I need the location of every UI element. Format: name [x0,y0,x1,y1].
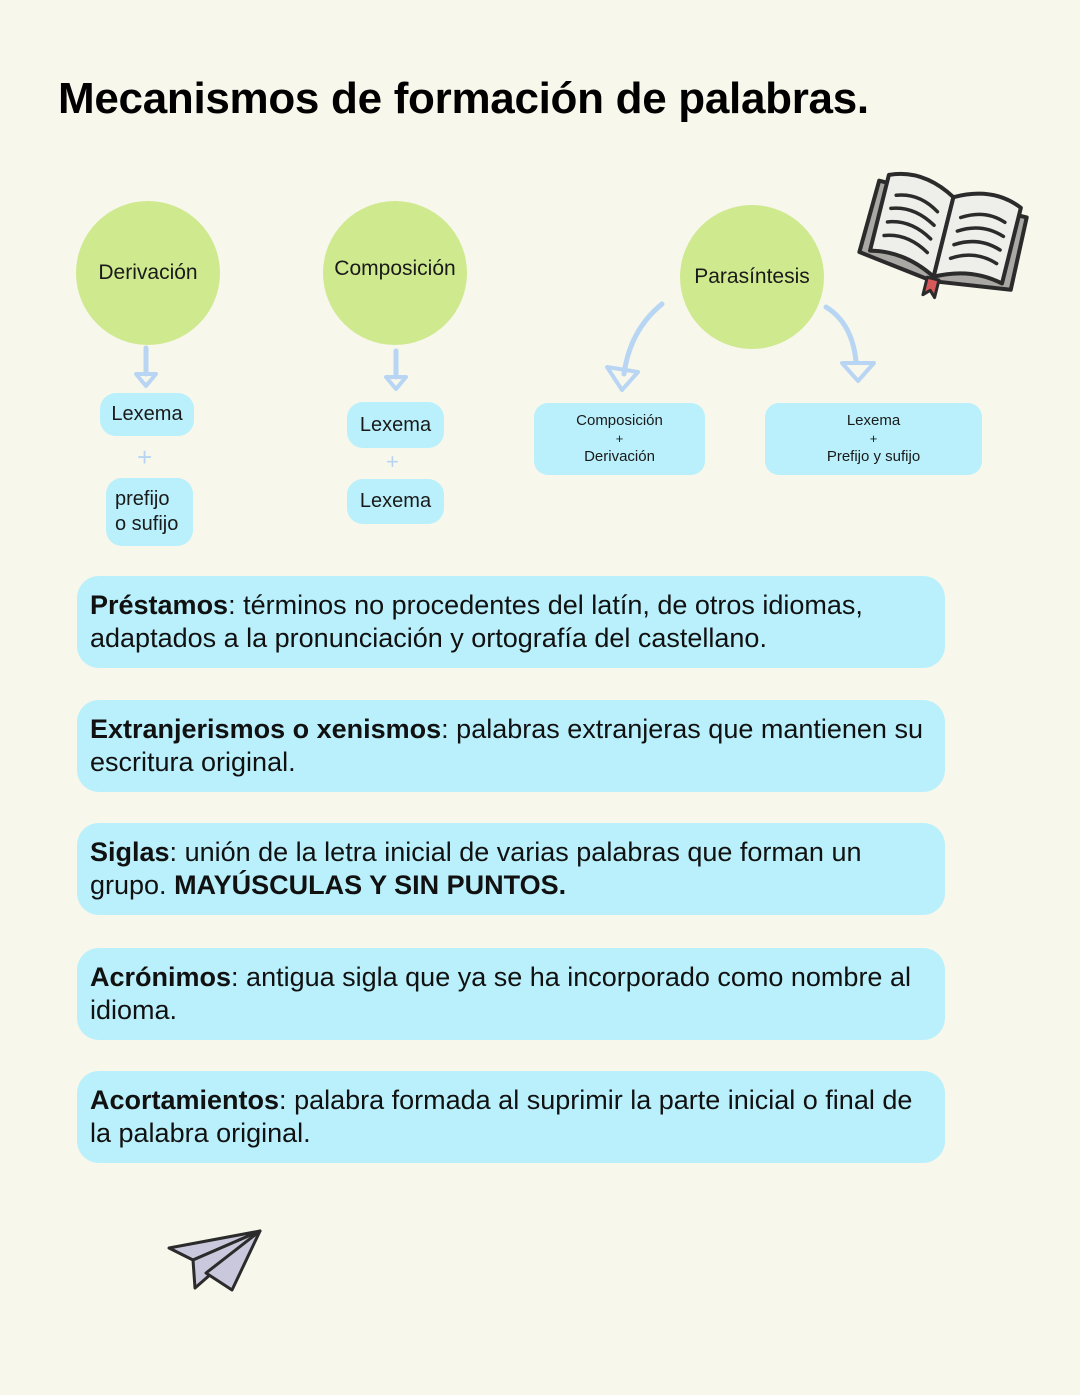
page-title: Mecanismos de formación de palabras. [58,74,869,123]
arrow-down-icon [134,345,158,388]
pill-label: Lexema [359,413,432,436]
card-sep: : [169,837,178,867]
box-line: + [615,431,624,446]
card-term: Acrónimos [90,962,232,992]
card-text: palabras extranjeras que mantienen su es… [90,714,923,777]
box-line: Lexema [846,412,901,429]
circle-composicion: Composición [323,201,467,345]
composicion-lexema-2: Lexema [347,479,444,524]
parasintesis-box-right: Lexema + Prefijo y sufijo [765,403,982,475]
circle-label: Composición [334,257,456,280]
card-emphasis: MAYÚSCULAS Y SIN PUNTOS. [174,870,567,900]
card-term: Préstamos [90,590,229,620]
card-term: Extranjerismos o xenismos [90,714,442,744]
card-term: Siglas [90,837,170,867]
curved-arrow-right-icon [823,304,876,383]
pill-label: Lexema [359,490,432,512]
circle-derivacion: Derivación [76,201,220,345]
box-line: Derivación [584,448,655,465]
circle-parasintesis: Parasíntesis [680,205,824,349]
curved-arrow-left-icon [605,301,665,392]
card-sep: : [231,962,239,992]
parasintesis-box-left: Composición + Derivación [534,403,705,475]
card-sep: : [441,714,449,744]
box-line: + [869,431,878,446]
card-acronimos: Acrónimos: antigua sigla que ya se ha in… [77,948,945,1040]
derivacion-lexema: Lexema [100,393,194,436]
circle-label: Parasíntesis [694,265,810,288]
paper-plane-icon [167,1229,262,1292]
plus-sign: + [386,449,399,474]
pill-label: Lexema [111,403,183,425]
card-acortamientos: Acortamientos: palabra formada al suprim… [77,1071,945,1163]
card-sep: : [228,590,236,620]
card-sep: : [279,1085,287,1115]
open-book-icon [857,171,1029,300]
composicion-lexema-1: Lexema [347,402,444,448]
box-line: Prefijo y sufijo [826,448,921,465]
arrow-down-icon [384,348,408,391]
circle-label: Derivación [98,261,198,284]
card-text: antigua sigla que ya se ha incorporado c… [90,962,911,1025]
card-text: palabra formada al suprimir la parte ini… [90,1085,913,1148]
card-extranjerismos: Extranjerismos o xenismos: palabras extr… [77,700,945,792]
plus-sign: + [137,442,153,472]
card-prestamos: Préstamos: términos no procedentes del l… [77,576,945,668]
card-text: términos no procedentes del latín, de ot… [90,590,863,653]
box-line: Composición [576,412,663,429]
card-text: unión de la letra inicial de varias pala… [90,837,862,900]
card-siglas: Siglas: unión de la letra inicial de var… [77,823,945,915]
card-term: Acortamientos [90,1085,280,1115]
